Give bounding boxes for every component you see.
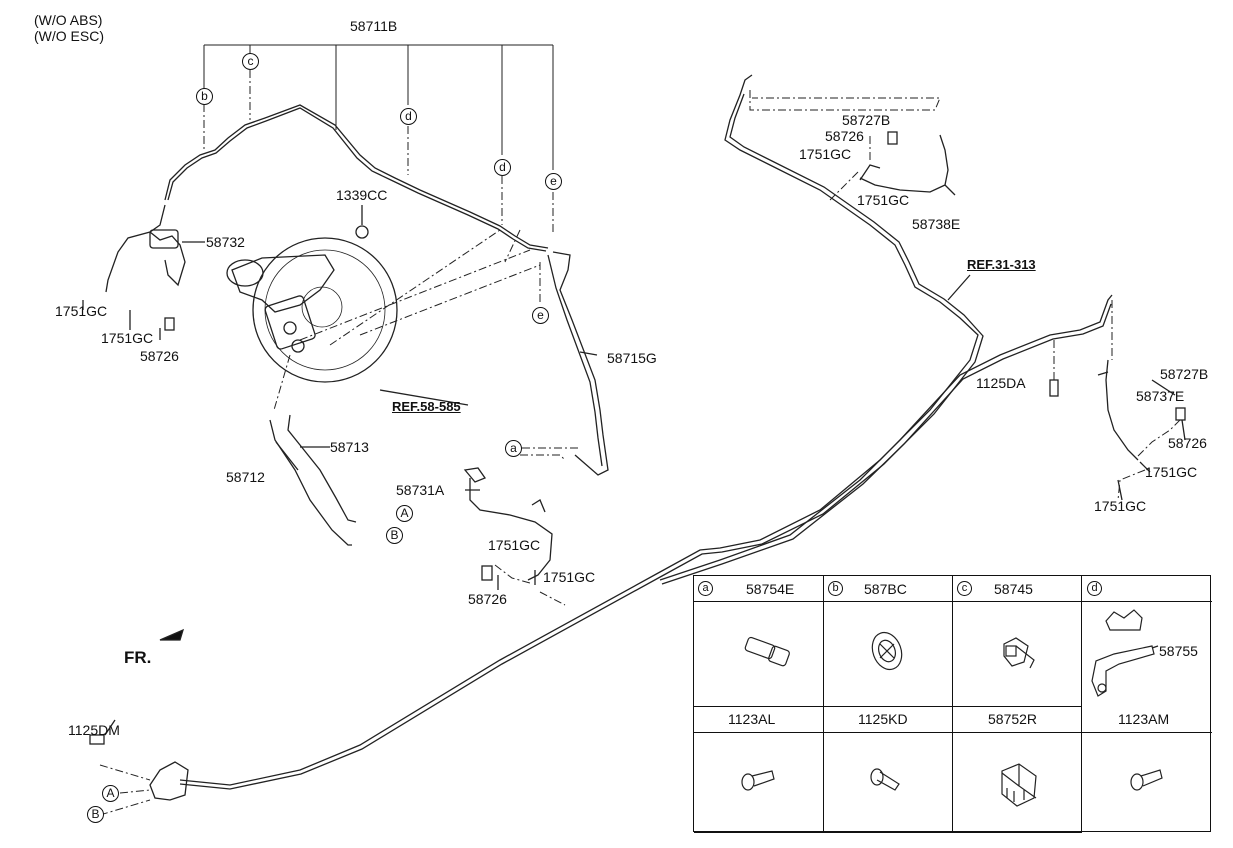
label-1751GC-8: 1751GC [1094,498,1147,514]
callout-e-1: e [545,173,562,190]
label-1751GC-2: 1751GC [101,330,154,346]
label-58726-4: 58726 [1168,435,1207,451]
label-58731A: 58731A [396,482,445,498]
clip-58745-icon [1003,637,1035,669]
note-wo-esc: (W/O ESC) [34,28,104,44]
callout-d-1: d [400,108,417,125]
callout-B-2: B [87,806,104,823]
label-58712: 58712 [226,469,265,485]
legend-letter-d: d [1087,581,1102,596]
legend-letter-a: a [698,581,713,596]
callout-c: c [242,53,259,70]
legend-part-1123AL: 1123AL [728,711,776,727]
label-1339CC: 1339CC [336,187,388,203]
label-58732: 58732 [206,234,245,250]
label-58726-3: 58726 [825,128,864,144]
clip-block-58752R-icon [1001,763,1037,807]
label-58726-1: 58726 [140,348,179,364]
label-58727B-1: 58727B [842,112,891,128]
callout-A-2: A [102,785,119,802]
label-58737E: 58737E [1136,388,1185,404]
legend-part-58745: 58745 [994,581,1033,597]
label-58713: 58713 [330,439,369,455]
label-1751GC-3: 1751GC [488,537,541,553]
bolt-1123AL-icon [741,770,775,791]
legend-part-1123AM: 1123AM [1118,711,1170,727]
label-1751GC-7: 1751GC [1145,464,1198,480]
grommet-587BC-icon [871,631,903,671]
connector-58754E-icon [744,636,790,667]
label-1751GC-4: 1751GC [543,569,596,585]
callout-B-1: B [386,527,403,544]
ref-58-585: REF.58-585 [392,399,461,414]
parts-legend-table: a 58754E b 587BC c 58745 d 58755 1123AL … [693,575,1212,833]
front-indicator: FR. [124,648,152,667]
legend-part-587BC: 587BC [864,581,907,597]
legend-drawings [741,609,1163,807]
legend-part-1125KD: 1125KD [858,711,908,727]
bolt-1125KD-icon [870,768,900,791]
callout-d-2: d [494,159,511,176]
legend-part-58752R: 58752R [988,711,1038,727]
legend-part-58755: 58755 [1159,643,1198,659]
label-58715G: 58715G [607,350,657,366]
legend-letter-b: b [828,581,843,596]
label-1751GC-1: 1751GC [55,303,108,319]
label-58727B-2: 58727B [1160,366,1209,382]
bolt-1123AM-icon [1130,769,1163,791]
label-1125DM: 1125DM [68,722,120,738]
callout-a: a [505,440,522,457]
ref-31-313: REF.31-313 [967,257,1036,272]
label-1125DA: 1125DA [976,375,1026,391]
label-58738E: 58738E [912,216,961,232]
label-1751GC-6: 1751GC [857,192,910,208]
callout-b: b [196,88,213,105]
label-58711B: 58711B [350,18,398,34]
label-58726-2: 58726 [468,591,507,607]
bracket-58755-icon [1091,609,1159,697]
callout-e-2: e [532,307,549,324]
legend-part-58754E: 58754E [746,581,795,597]
note-wo-abs: (W/O ABS) [34,12,103,28]
label-1751GC-5: 1751GC [799,146,852,162]
legend-letter-c: c [957,581,972,596]
callout-A-1: A [396,505,413,522]
